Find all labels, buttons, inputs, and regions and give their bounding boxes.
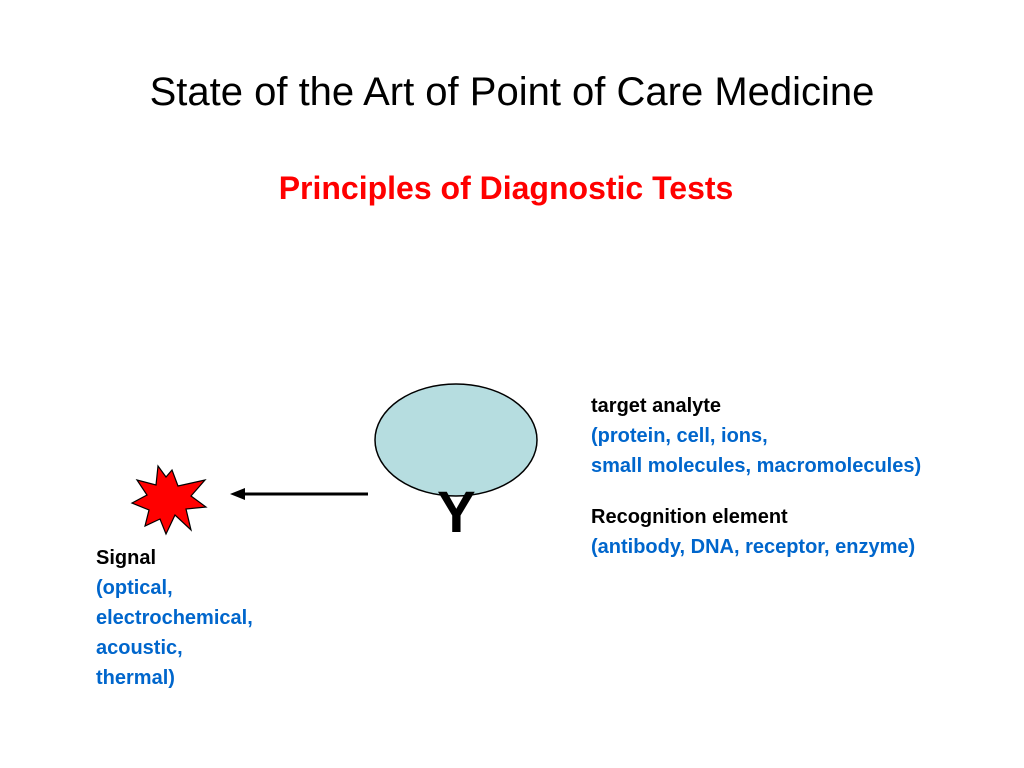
target-analyte-heading: target analyte (591, 395, 722, 417)
signal-detail-4: thermal) (96, 667, 175, 689)
slide-title: State of the Art of Point of Care Medici… (149, 70, 875, 114)
target-analyte-detail-1: (protein, cell, ions, (591, 425, 768, 447)
target-analyte-ellipse (374, 383, 538, 497)
signal-label: Signal (optical, electrochemical, acoust… (96, 543, 253, 693)
slide-subtitle: Principles of Diagnostic Tests (278, 170, 734, 206)
recognition-element-label: Recognition element (antibody, DNA, rece… (591, 502, 915, 562)
target-analyte-label: target analyte (protein, cell, ions, sma… (591, 391, 921, 481)
recognition-element-y-icon: Y (437, 480, 476, 545)
signal-starburst-icon (130, 464, 208, 536)
signal-heading: Signal (96, 547, 157, 569)
signal-detail-2: electrochemical, (96, 607, 253, 629)
signal-detail-3: acoustic, (96, 637, 183, 659)
recognition-element-detail-1: (antibody, DNA, receptor, enzyme) (591, 536, 916, 558)
signal-arrow (230, 488, 368, 500)
signal-detail-1: (optical, (96, 577, 173, 599)
target-analyte-detail-2: small molecules, macromolecules) (591, 455, 922, 477)
recognition-element-heading: Recognition element (591, 506, 788, 528)
